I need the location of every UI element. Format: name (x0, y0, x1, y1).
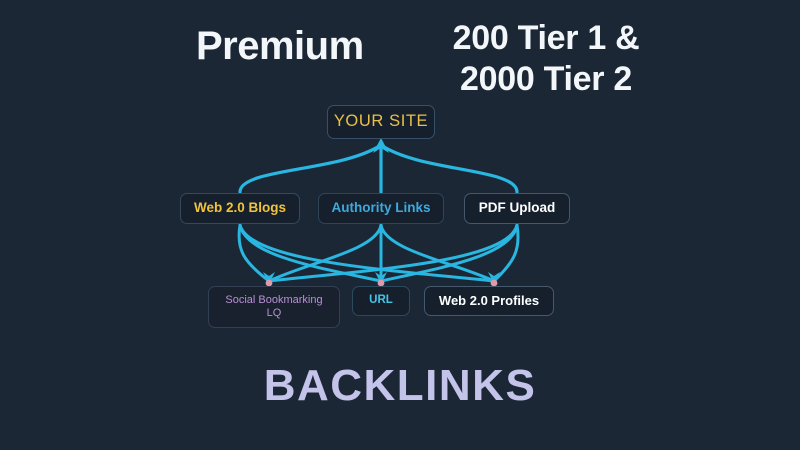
edge-blogs-to-root (238, 143, 383, 194)
headline-tier2-line: 2000 Tier 2 (460, 60, 632, 99)
edge-pdf-to-social (267, 223, 519, 283)
node-web-2-0-profiles[interactable]: Web 2.0 Profiles (424, 286, 554, 316)
edge-authority-to-profiles (379, 223, 496, 283)
edge-blogs-to-url (238, 223, 383, 283)
headline-tier-counts: 200 Tier 1 & 2000 Tier 2 (432, 18, 660, 101)
node-social-line1: Social Bookmarking (225, 293, 323, 306)
footer-backlinks: BACKLINKS (263, 361, 537, 410)
edge-blogs-to-profiles (238, 223, 496, 283)
node-web-2-0-blogs[interactable]: Web 2.0 Blogs (180, 193, 300, 224)
headline-tier1-line: 200 Tier 1 & (452, 19, 640, 57)
arrowhead-profiles (488, 272, 500, 284)
edge-pdf-to-url (379, 223, 519, 283)
headline-premium: Premium (196, 24, 364, 68)
edge-authority-to-social (267, 223, 383, 283)
arrowhead-root (373, 138, 389, 153)
edge-blogs-to-social (237, 223, 271, 283)
node-authority-links[interactable]: Authority Links (318, 193, 444, 224)
arrowhead-url (375, 272, 387, 284)
edge-pdf-to-profiles (492, 223, 520, 283)
node-your-site[interactable]: YOUR SITE (327, 105, 435, 139)
edge-pdf-to-root (379, 143, 519, 194)
node-pdf-upload[interactable]: PDF Upload (464, 193, 570, 224)
node-social-line2: LQ (266, 307, 282, 319)
arrowhead-social (263, 272, 275, 284)
node-url[interactable]: URL (352, 286, 410, 316)
node-social-bookmarking-lq[interactable]: Social Bookmarking LQ (208, 286, 340, 328)
